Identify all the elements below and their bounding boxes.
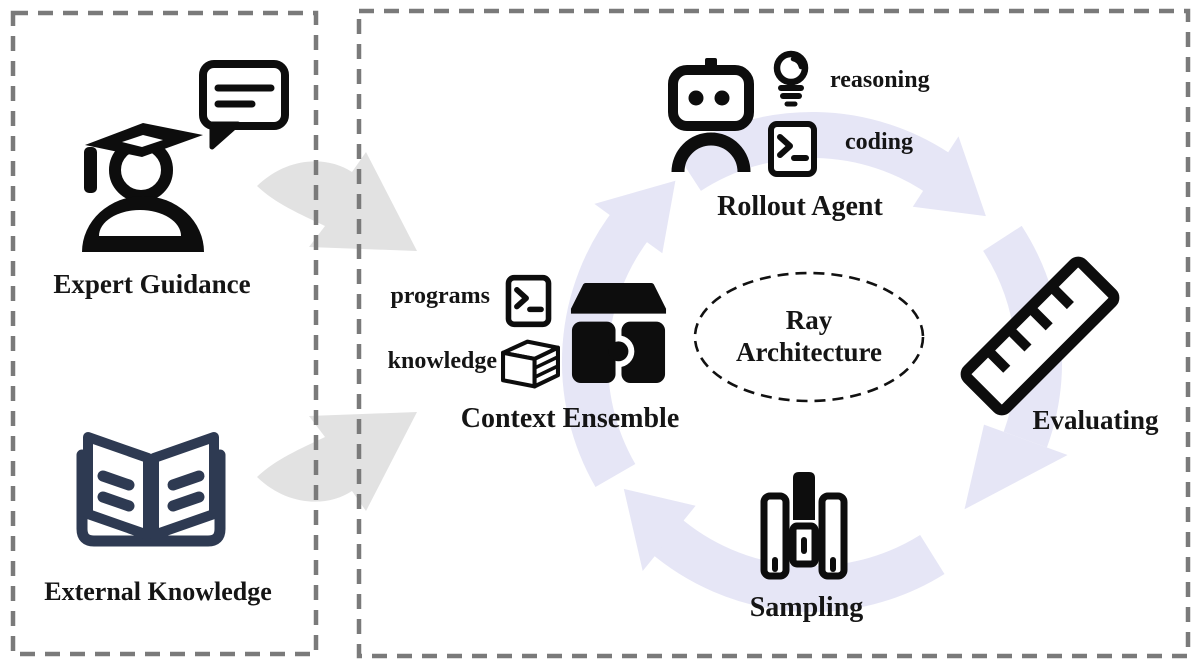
right-panel-border	[356, 8, 1191, 659]
graduate-icon	[76, 116, 210, 256]
sampling-books-icon	[760, 470, 848, 580]
cycle-arrowhead-left	[594, 180, 676, 254]
cycle-arc-bottom	[648, 515, 945, 612]
ruler-icon	[955, 251, 1125, 421]
expert-guidance-label: Expert Guidance	[53, 269, 251, 299]
programs-label: programs	[390, 283, 490, 309]
lightbulb-icon	[770, 50, 812, 112]
left-panel-border	[10, 10, 319, 657]
reasoning-label: reasoning	[830, 67, 930, 93]
context-box-puzzle-icon	[569, 281, 668, 384]
ray-architecture-line2: Architecture	[736, 337, 882, 367]
evaluating-label: Evaluating	[1032, 405, 1159, 435]
transfer-arrow-top	[257, 152, 417, 251]
external-knowledge-label: External Knowledge	[44, 577, 272, 606]
cycle-arrowhead-top	[912, 136, 986, 217]
ray-architecture-label: Ray Architecture	[698, 304, 920, 368]
sampling-label: Sampling	[749, 592, 864, 623]
ray-architecture-ellipse	[693, 271, 925, 403]
robot-icon	[668, 58, 754, 176]
open-book-icon	[72, 427, 230, 557]
context-ensemble-label: Context Ensemble	[460, 403, 680, 434]
terminal-programs-icon	[504, 274, 553, 328]
cycle-arrowhead-bottom	[623, 488, 696, 571]
rollout-agent-label: Rollout Agent	[717, 191, 883, 222]
knowledge-label: knowledge	[387, 348, 497, 374]
cycle-arrowhead-right	[964, 424, 1068, 510]
transfer-arrow-bottom	[257, 412, 417, 511]
ray-architecture-line1: Ray	[785, 305, 833, 335]
speech-bubble-icon	[197, 58, 291, 150]
terminal-coding-icon	[767, 120, 818, 178]
books-stack-icon	[501, 338, 560, 390]
coding-label: coding	[845, 129, 914, 155]
